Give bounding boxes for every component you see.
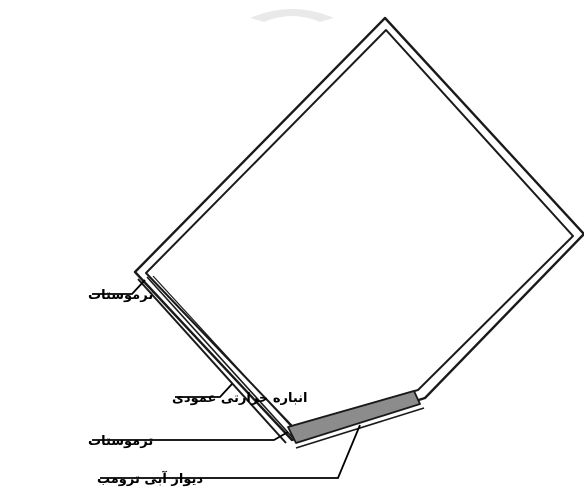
water-wall-base-line: [295, 407, 425, 449]
trombe-water-wall: [287, 390, 421, 444]
leader-thermostat-top: [92, 279, 146, 295]
label-thermostat-top: ترموستات: [88, 288, 153, 303]
storage-wall-mid: [146, 276, 294, 439]
top-logo-mark: [250, 9, 334, 22]
leader-lines: [92, 279, 361, 479]
label-vertical-heat-storage: انباره حرارتی عمودی: [172, 391, 308, 406]
leader-thermostat-bottom: [92, 431, 289, 441]
leader-vertical-storage: [175, 383, 233, 398]
label-thermostat-bottom: ترموستات: [88, 434, 153, 449]
enclosure-inner-wall: [145, 29, 574, 427]
leader-trombe-wall: [100, 424, 361, 479]
storage-wall-inner: [152, 275, 300, 436]
label-trombe-water-wall: دیوار آبی ترومب: [97, 470, 203, 487]
enclosure: [133, 16, 584, 442]
vertical-heat-storage: [137, 275, 300, 444]
storage-wall-outer: [137, 278, 287, 444]
